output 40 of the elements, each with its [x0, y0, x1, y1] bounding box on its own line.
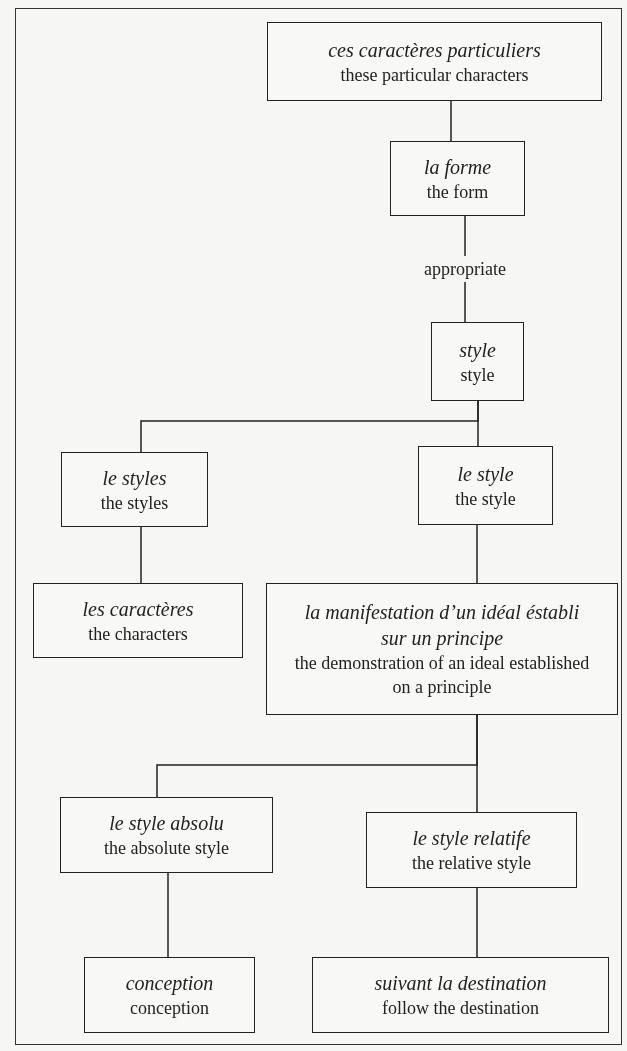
french-term: le style relatife — [412, 826, 531, 851]
connector-line — [476, 524, 478, 584]
concept-box — [418, 446, 553, 525]
french-term: le styles — [102, 465, 167, 491]
connector-line — [450, 100, 452, 142]
concept-box — [61, 452, 208, 527]
french-term: le style — [457, 461, 514, 487]
english-translation: the characters — [88, 622, 188, 646]
french-term: la forme — [423, 154, 492, 180]
french-term: style — [459, 337, 496, 363]
english-translation: the relative style — [412, 852, 531, 875]
english-translation: follow the destination — [382, 997, 539, 1020]
concept-box — [266, 583, 618, 715]
english-translation: the absolute style — [104, 837, 229, 860]
french-term: les caractères — [82, 596, 194, 622]
french-term: ces caractères particuliers — [328, 37, 541, 63]
connector-line — [167, 872, 169, 958]
concept-box — [431, 322, 524, 401]
connector-line — [476, 887, 478, 958]
concept-box — [366, 812, 577, 888]
connector-line — [477, 400, 479, 447]
concept-box — [33, 583, 243, 658]
concept-box — [60, 797, 273, 873]
connector-line — [476, 714, 478, 813]
concept-box — [267, 22, 602, 101]
french-term: conception — [125, 971, 214, 996]
concept-box — [84, 957, 255, 1033]
french-term: la manifestation d’un idéal éstabli sur un principe — [303, 600, 581, 651]
english-translation: conception — [130, 997, 209, 1020]
english-translation: the styles — [100, 491, 169, 515]
concept-box — [312, 957, 609, 1033]
french-term: le style absolu — [109, 811, 224, 836]
english-translation: the demonstration of an ideal established on a principle — [293, 652, 591, 699]
english-translation: these particular characters — [340, 63, 529, 87]
connector-line — [140, 526, 142, 584]
english-translation: the form — [426, 180, 489, 204]
french-term: suivant la destination — [374, 971, 547, 996]
english-translation: the style — [455, 487, 516, 511]
english-translation: style — [460, 363, 495, 387]
concept-box — [390, 141, 525, 216]
